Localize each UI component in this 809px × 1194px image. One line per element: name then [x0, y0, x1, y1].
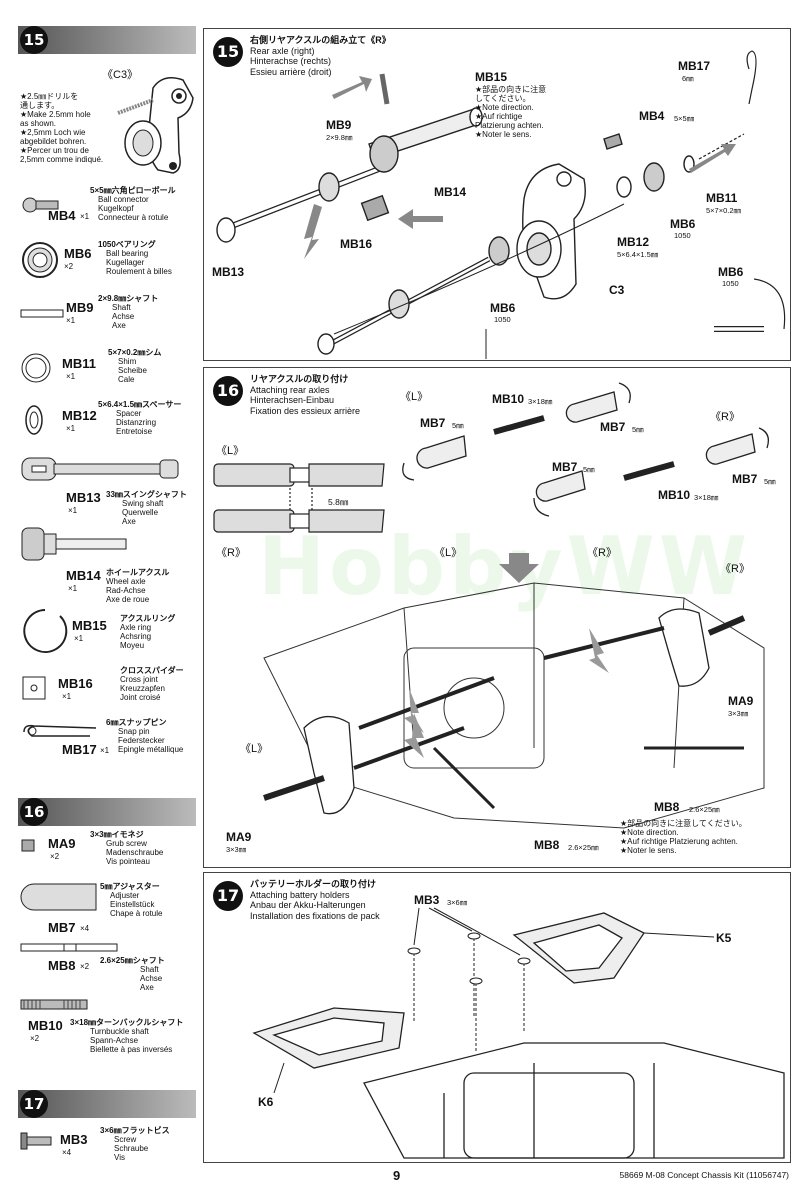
label-ma9: MA9: [226, 830, 252, 844]
shim-icon: [21, 353, 51, 383]
kit-title: 58669 M-08 Concept Chassis Kit (11056747…: [619, 1170, 789, 1180]
step-number: 17: [213, 881, 243, 911]
label-mb3: MB3: [414, 893, 440, 907]
swing-shaft-icon: [21, 457, 179, 481]
step-15-panel: 15 右側リヤアクスルの組み立て《R》 Rear axle (right) Hi…: [203, 28, 791, 361]
label-mb7: MB7: [600, 420, 626, 434]
step-17-panel: 17 バッテリーホルダーの取り付け Attaching battery hold…: [203, 872, 791, 1163]
label-mb10: MB10: [658, 488, 691, 502]
battery-holder-drawing: [252, 907, 785, 1159]
step-15-header: 15: [18, 26, 196, 54]
snap-pin-icon: [23, 724, 97, 737]
wheel-axle-icon: [21, 527, 127, 561]
ball-connector-icon: [22, 197, 59, 213]
label-ma9: MA9: [728, 694, 754, 708]
label-mb15: MB15: [475, 70, 508, 84]
cross-joint-icon: [22, 676, 46, 700]
label-c3: C3: [609, 283, 625, 297]
label-mb8: MB8: [534, 838, 560, 852]
step-number: 16: [20, 798, 48, 826]
spacer-icon: [25, 405, 43, 435]
label-mb10: MB10: [492, 392, 525, 406]
step-number: 15: [20, 26, 48, 54]
label-mb8: MB8: [654, 800, 680, 814]
step-16-header: 16: [18, 798, 196, 826]
rear-axle-exploded-drawing: [216, 50, 786, 359]
step-title: バッテリーホルダーの取り付け Attaching battery holders…: [250, 879, 380, 921]
label-mb6: MB6: [490, 301, 516, 315]
direction-note: ★部品の向きに注意してください。 ★Note direction. ★Auf r…: [620, 819, 747, 855]
grub-screw-icon: [21, 839, 35, 852]
step-number: 15: [213, 37, 243, 67]
adjuster-icon: [20, 883, 97, 911]
flat-screw-icon: [20, 1132, 52, 1150]
step-title: 右側リヤアクスルの組み立て《R》 Rear axle (right) Hinte…: [250, 35, 391, 77]
shaft-icon: [20, 309, 64, 318]
c3-drill-note: ★2.5㎜ドリルを 通します。 ★Make 2.5mm hole as show…: [20, 92, 104, 164]
mb15-direction-note: ★部品の向きに注意 してください。 ★Note direction. ★Auf …: [475, 85, 547, 139]
label-mb4: MB4: [639, 109, 665, 123]
step-number: 16: [213, 376, 243, 406]
step-number: 17: [20, 1090, 48, 1118]
shaft-icon: [20, 943, 118, 952]
label-mb16: MB16: [340, 237, 373, 251]
dimension-label: 5.8㎜: [328, 497, 349, 507]
c3-label: 《C3》: [102, 69, 139, 81]
label-mb6: MB6: [718, 265, 744, 279]
label-mb7: MB7: [732, 472, 758, 486]
label-mb11: MB11: [706, 191, 738, 205]
label-k6: K6: [258, 1095, 274, 1109]
c3-upright-drawing: [117, 77, 194, 174]
label-mb17: MB17: [678, 59, 711, 73]
step-17-header: 17: [18, 1090, 196, 1118]
label-mb13: MB13: [212, 265, 245, 279]
label-mb9: MB9: [326, 118, 352, 132]
label-mb14: MB14: [434, 185, 467, 199]
step-title: リヤアクスルの取り付け Attaching rear axles Hintera…: [250, 374, 361, 416]
label-k5: K5: [716, 931, 732, 945]
axle-ring-icon: [23, 609, 68, 653]
step-16-panel: 16 リヤアクスルの取り付け Attaching rear axles Hint…: [203, 367, 791, 868]
label-mb6: MB6: [670, 217, 696, 231]
parts-column: 15 《C3》 ★2.5㎜ドリルを 通します。 ★Make 2.5mm hole…: [18, 20, 198, 1170]
rear-axle-install-drawing: [213, 382, 770, 829]
ball-bearing-icon: [22, 242, 58, 278]
label-mb7: MB7: [552, 460, 578, 474]
label-mb7: MB7: [420, 416, 446, 430]
page-number: 9: [393, 1168, 401, 1183]
label-mb12: MB12: [617, 235, 650, 249]
turnbuckle-shaft-icon: [20, 999, 88, 1010]
